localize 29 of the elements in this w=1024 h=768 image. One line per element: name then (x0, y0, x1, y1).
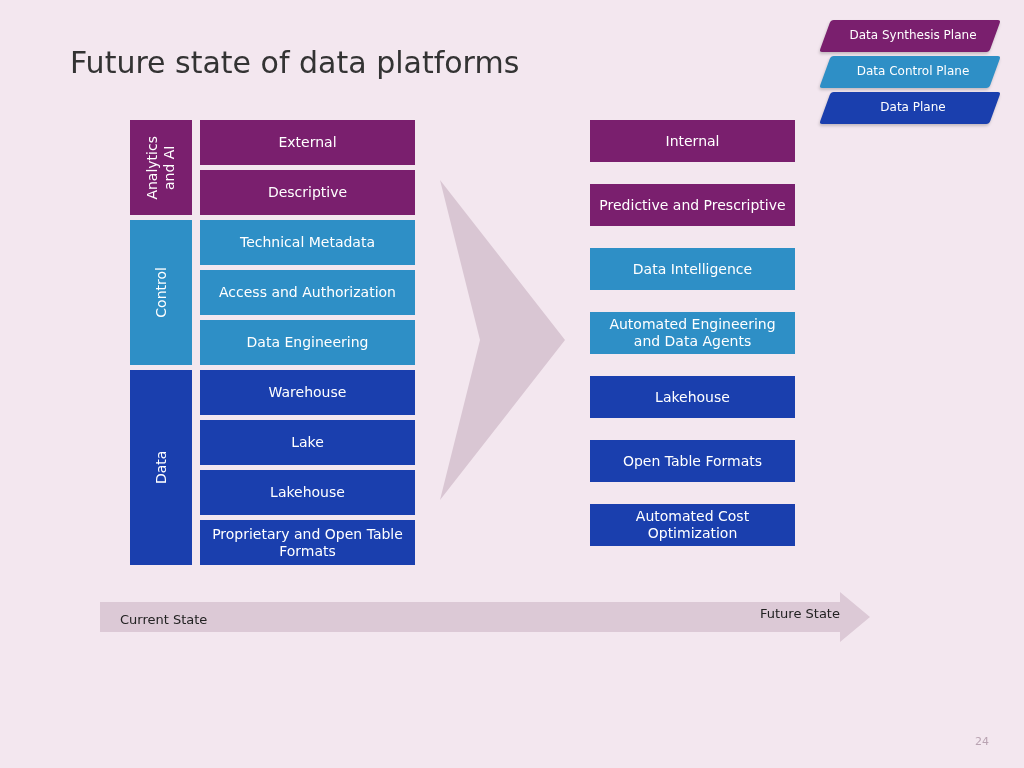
layer-box: Data Engineering (200, 320, 415, 365)
layer-bar (130, 220, 192, 365)
layer-box: Automated Engineering and Data Agents (590, 312, 795, 354)
layer-box: Open Table Formats (590, 440, 795, 482)
layer-box: Predictive and Prescriptive (590, 184, 795, 226)
layer-label: Data (152, 449, 170, 487)
legend-text: Data Plane (879, 100, 947, 114)
layer-box: Lake (200, 420, 415, 465)
layer-box: Access and Authorization (200, 270, 415, 315)
layer-box: Proprietary and Open Table Formats (200, 520, 415, 565)
layer-box: Technical Metadata (200, 220, 415, 265)
layer-box: Data Intelligence (590, 248, 795, 290)
legend-text: Data Synthesis Plane (848, 28, 978, 42)
layer-box: Warehouse (200, 370, 415, 415)
timeline-label: Future State (760, 606, 840, 621)
timeline-label: Current State (120, 612, 208, 627)
layer-bar (130, 370, 192, 565)
layer-box: Descriptive (200, 170, 415, 215)
layer-box: Lakehouse (200, 470, 415, 515)
layer-label: Control (152, 267, 170, 318)
layer-bar (130, 120, 192, 215)
layer-box: External (200, 120, 415, 165)
layer-label: Analytics and AI (144, 135, 178, 200)
slide-number: 24 (975, 735, 989, 748)
layer-box: Lakehouse (590, 376, 795, 418)
layer-box: Automated Cost Optimization (590, 504, 795, 546)
slide-title: Future state of data platforms (70, 45, 520, 80)
legend-text: Data Control Plane (855, 64, 971, 78)
layer-box: Internal (590, 120, 795, 162)
